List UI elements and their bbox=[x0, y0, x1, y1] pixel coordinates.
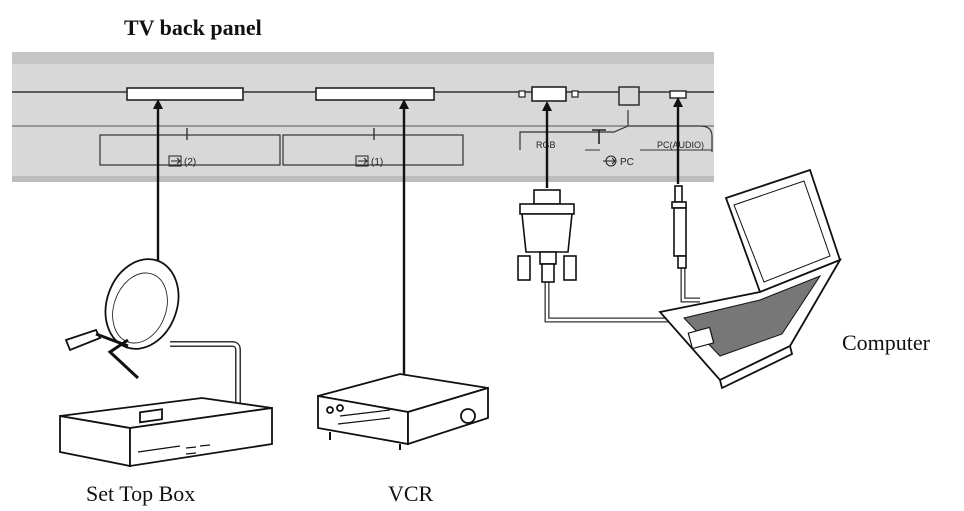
slot-av1 bbox=[315, 87, 435, 101]
laptop-computer-icon bbox=[658, 168, 843, 390]
slot-av2 bbox=[126, 87, 244, 101]
port-pc-label: PC bbox=[620, 157, 634, 168]
diagram-title: TV back panel bbox=[124, 15, 262, 40]
pc-input-icon bbox=[603, 155, 617, 167]
port-pc-audio-label: PC(AUDIO) bbox=[657, 140, 704, 150]
tv-back-panel: (2) (1) RGB PC(AUDIO) PC bbox=[12, 52, 714, 182]
satellite-dish-icon bbox=[64, 258, 180, 380]
vcr-icon bbox=[317, 373, 489, 450]
av2-input-icon bbox=[168, 155, 182, 167]
computer-label: Computer bbox=[842, 330, 930, 355]
cables bbox=[153, 97, 700, 406]
slot-pc-audio bbox=[669, 90, 687, 99]
port-av1-label: (1) bbox=[371, 157, 383, 168]
vga-connector bbox=[517, 189, 577, 283]
vcr-label: VCR bbox=[388, 481, 434, 506]
port-av2-label: (2) bbox=[184, 157, 196, 168]
audio-jack bbox=[671, 185, 687, 269]
set-top-box-icon bbox=[59, 397, 273, 468]
set-top-box-label: Set Top Box bbox=[86, 481, 196, 506]
port-rgb-label: RGB bbox=[536, 140, 556, 150]
av1-input-icon bbox=[355, 155, 369, 167]
slot-rgb bbox=[531, 86, 567, 102]
